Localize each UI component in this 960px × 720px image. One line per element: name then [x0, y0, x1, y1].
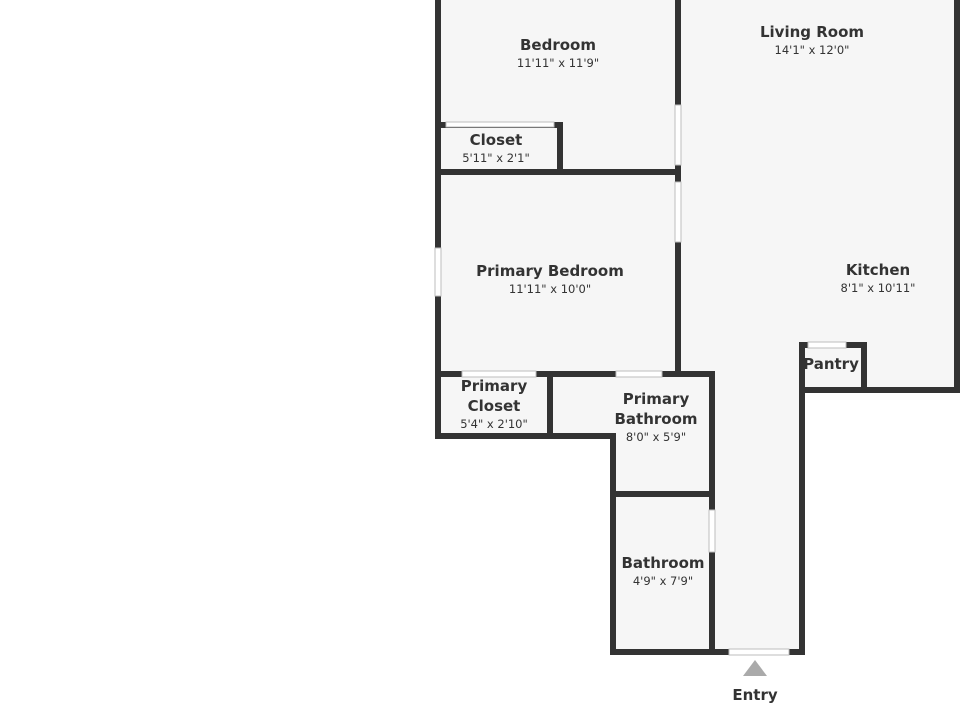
- bathroom-name: Bathroom: [621, 554, 704, 572]
- primary-bathroom-dims: 8'0" x 5'9": [626, 430, 686, 444]
- bedroom-dims: 11'11" x 11'9": [517, 56, 599, 70]
- room-labels: Bedroom 11'11" x 11'9" Closet 5'11" x 2'…: [460, 23, 915, 704]
- doorway-primary-living: [674, 181, 682, 243]
- kitchen-dims: 8'1" x 10'11": [841, 281, 916, 295]
- primary-bathroom-lower-floor: [613, 436, 712, 494]
- hallway-floor: [712, 370, 802, 652]
- doorway-pantry: [807, 341, 847, 349]
- primary-closet-floor: [438, 374, 550, 436]
- primary-closet-dims: 5'4" x 2'10": [460, 417, 528, 431]
- entry-label: Entry: [732, 686, 777, 704]
- closet-dims: 5'11" x 2'1": [462, 151, 530, 165]
- doorway-primary-bathroom: [615, 370, 663, 378]
- pantry-name: Pantry: [803, 355, 859, 373]
- wall-south-outline: [435, 387, 960, 655]
- window-primary-bedroom: [434, 247, 442, 297]
- primary-bedroom-floor: [438, 172, 678, 374]
- entry-arrow-icon: [743, 660, 767, 676]
- primary-bedroom-name: Primary Bedroom: [476, 262, 624, 280]
- doorway-entry: [728, 648, 790, 656]
- walls: [435, 0, 960, 655]
- closet-name: Closet: [470, 131, 523, 149]
- living-room-dims: 14'1" x 12'0": [775, 43, 850, 57]
- doorway-bathroom: [708, 509, 716, 553]
- primary-closet-name-line1: Primary: [461, 377, 528, 395]
- doorway-primary-closet: [461, 370, 537, 378]
- kitchen-name: Kitchen: [846, 261, 910, 279]
- bedroom-name: Bedroom: [520, 36, 596, 54]
- living-room-floor: [678, 0, 960, 390]
- openings: [434, 104, 847, 656]
- doorway-bedroom-living: [674, 104, 682, 166]
- living-room-name: Living Room: [760, 23, 864, 41]
- bathroom-floor: [613, 494, 712, 652]
- floor-fills: [438, 0, 960, 652]
- window-closet: [445, 121, 555, 128]
- bathroom-dims: 4'9" x 7'9": [633, 574, 693, 588]
- primary-bathroom-name-line1: Primary: [623, 390, 690, 408]
- primary-bathroom-name-line2: Bathroom: [614, 410, 697, 428]
- primary-closet-name-line2: Closet: [468, 397, 521, 415]
- primary-bedroom-dims: 11'11" x 10'0": [509, 282, 591, 296]
